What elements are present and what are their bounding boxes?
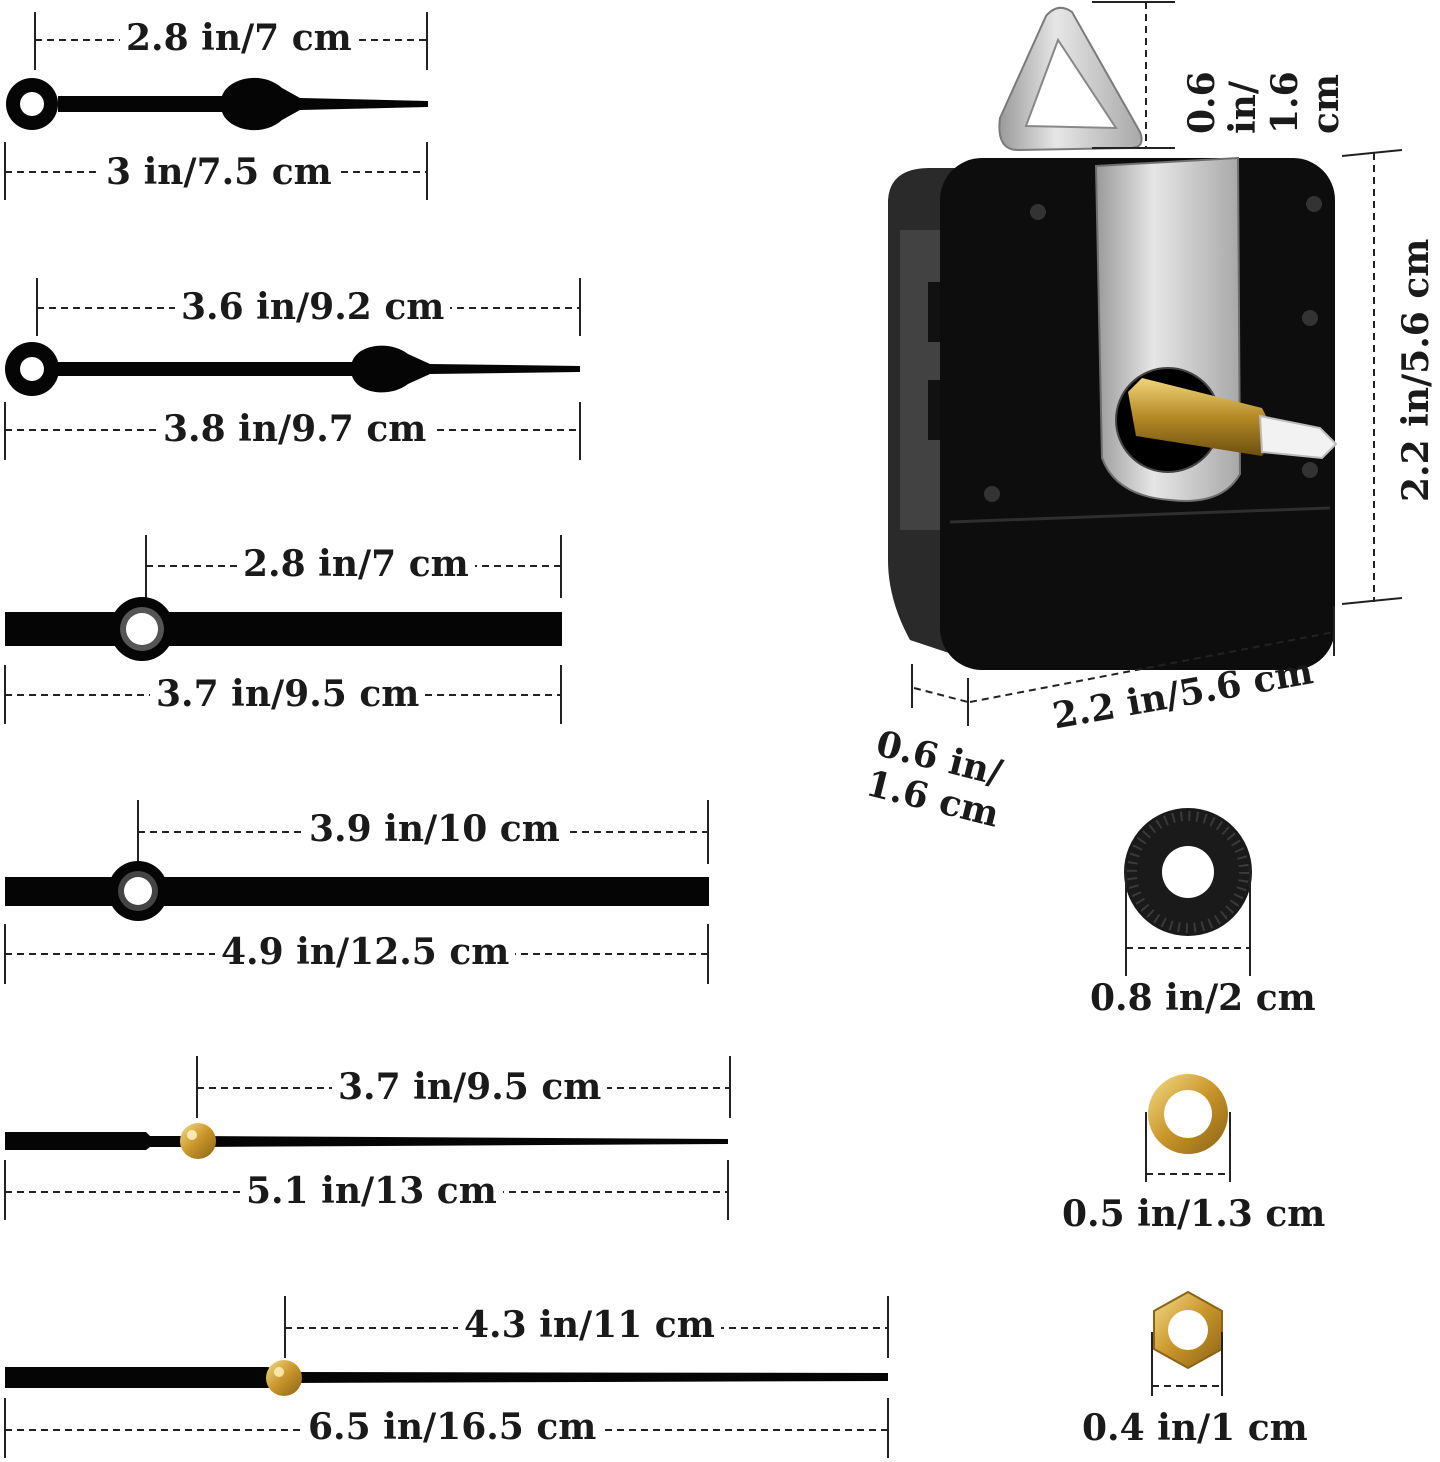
- brass-shaft-icon: [1128, 378, 1276, 456]
- rubber-washer-label: 0.8 in/2 cm: [1084, 980, 1322, 1016]
- hand-3-short-label: 2.8 in/7 cm: [237, 546, 475, 582]
- clock-movement: [888, 6, 1338, 670]
- hand-5-long-label: 5.1 in/13 cm: [240, 1173, 503, 1209]
- hand-5-short-label: 3.7 in/9.5 cm: [332, 1069, 608, 1105]
- long-second-hand-icon: [5, 1367, 888, 1388]
- movement-height-label: 2.2 in/5.6 cm: [1395, 238, 1437, 502]
- hour-hand-icon: [58, 77, 428, 131]
- brass-washer-label: 0.5 in/1.3 cm: [1056, 1196, 1332, 1232]
- hand-4-short-label: 3.9 in/10 cm: [303, 811, 566, 847]
- brass-washer: [1145, 1074, 1231, 1182]
- minute-hand-icon: [55, 345, 580, 393]
- hand-1-short-label: 2.8 in/7 cm: [120, 20, 358, 56]
- second-hand-icon: [5, 1132, 728, 1150]
- brass-hub-icon: [266, 1360, 302, 1396]
- movement-dimensions: [911, 1, 1403, 726]
- brass-hub-icon: [180, 1123, 216, 1159]
- hand-6-short-label: 4.3 in/11 cm: [458, 1307, 721, 1343]
- hand-3-long-label: 3.7 in/9.5 cm: [150, 676, 426, 712]
- hand-2: [4, 278, 581, 460]
- hanger-height-label: 0.6 in/ 1.6 cm: [1181, 71, 1348, 134]
- hand-2-short-label: 3.6 in/9.2 cm: [175, 289, 451, 325]
- hand-4-long-label: 4.9 in/12.5 cm: [215, 934, 516, 970]
- rubber-washer: [1124, 808, 1252, 976]
- hand-4: [4, 800, 709, 984]
- hand-6-long-label: 6.5 in/16.5 cm: [302, 1409, 603, 1445]
- hand-2-long-label: 3.8 in/9.7 cm: [157, 411, 433, 447]
- hex-nut: [1151, 1290, 1223, 1396]
- hand-1-long-label: 3 in/7.5 cm: [100, 154, 338, 190]
- straight-hand-icon: [5, 612, 562, 646]
- hex-nut-label: 0.4 in/1 cm: [1076, 1410, 1314, 1446]
